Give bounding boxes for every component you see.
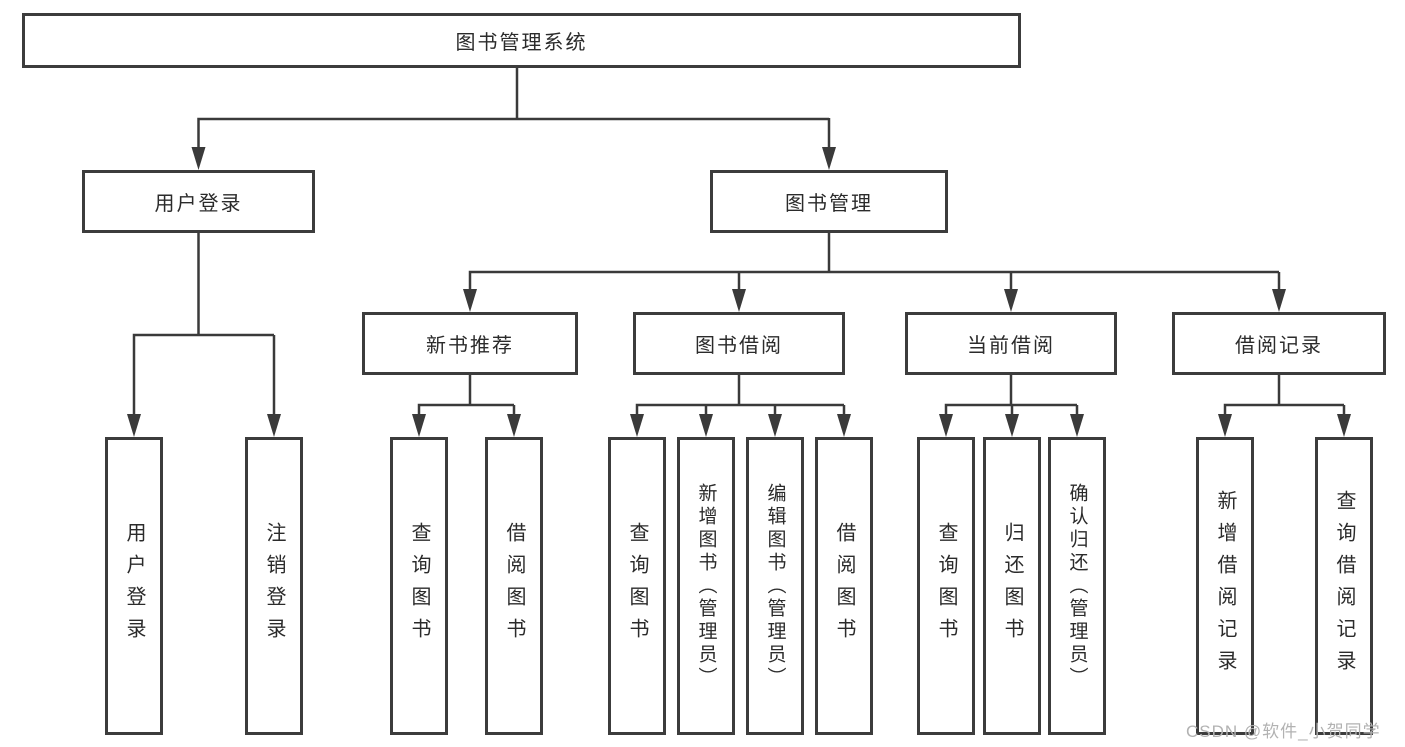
node-label: 借阅图书 xyxy=(833,522,855,650)
leaf-add-borrow-record: 新增借阅记录 xyxy=(1196,437,1254,735)
node-label: 新增借阅记录 xyxy=(1214,490,1236,682)
node-label: 图书借阅 xyxy=(695,335,783,357)
node-label: 用户登录 xyxy=(154,193,243,215)
leaf-return-book: 归还图书 xyxy=(983,437,1041,735)
node-label: 借阅图书 xyxy=(503,522,525,650)
node-label: 编辑图书（管理员） xyxy=(764,482,786,690)
leaf-logout: 注销登录 xyxy=(245,437,303,735)
leaf-add-book-admin: 新增图书（管理员） xyxy=(677,437,735,735)
node-book-management: 图书管理 xyxy=(710,170,948,233)
node-label: 借阅记录 xyxy=(1235,335,1323,357)
leaf-query-book-current: 查询图书 xyxy=(917,437,975,735)
node-label: 新书推荐 xyxy=(426,335,514,357)
node-label: 查询图书 xyxy=(935,522,957,650)
node-label: 当前借阅 xyxy=(967,335,1055,357)
node-label: 图书管理系统 xyxy=(455,32,588,54)
node-label: 归还图书 xyxy=(1001,522,1023,650)
leaf-edit-book-admin: 编辑图书（管理员） xyxy=(746,437,804,735)
watermark: CSDN @软件_小贺同学 xyxy=(1186,722,1381,741)
node-root-system: 图书管理系统 xyxy=(22,13,1021,68)
leaf-borrow-book-recommend: 借阅图书 xyxy=(485,437,543,735)
node-current-borrow: 当前借阅 xyxy=(905,312,1117,375)
node-book-borrow: 图书借阅 xyxy=(633,312,845,375)
node-label: 查询借阅记录 xyxy=(1333,490,1355,682)
node-label: 确认归还（管理员） xyxy=(1066,482,1088,690)
node-label: 用户登录 xyxy=(123,522,145,650)
node-label: 查询图书 xyxy=(626,522,648,650)
leaf-user-login: 用户登录 xyxy=(105,437,163,735)
node-borrow-records: 借阅记录 xyxy=(1172,312,1386,375)
node-user-login: 用户登录 xyxy=(82,170,315,233)
leaf-query-book-recommend: 查询图书 xyxy=(390,437,448,735)
leaf-borrow-book: 借阅图书 xyxy=(815,437,873,735)
leaf-confirm-return-admin: 确认归还（管理员） xyxy=(1048,437,1106,735)
leaf-query-book-borrow: 查询图书 xyxy=(608,437,666,735)
node-label: 查询图书 xyxy=(408,522,430,650)
node-label: 新增图书（管理员） xyxy=(695,482,717,690)
leaf-query-borrow-record: 查询借阅记录 xyxy=(1315,437,1373,735)
node-label: 图书管理 xyxy=(785,193,873,215)
node-label: 注销登录 xyxy=(263,522,285,650)
node-new-book-recommend: 新书推荐 xyxy=(362,312,578,375)
